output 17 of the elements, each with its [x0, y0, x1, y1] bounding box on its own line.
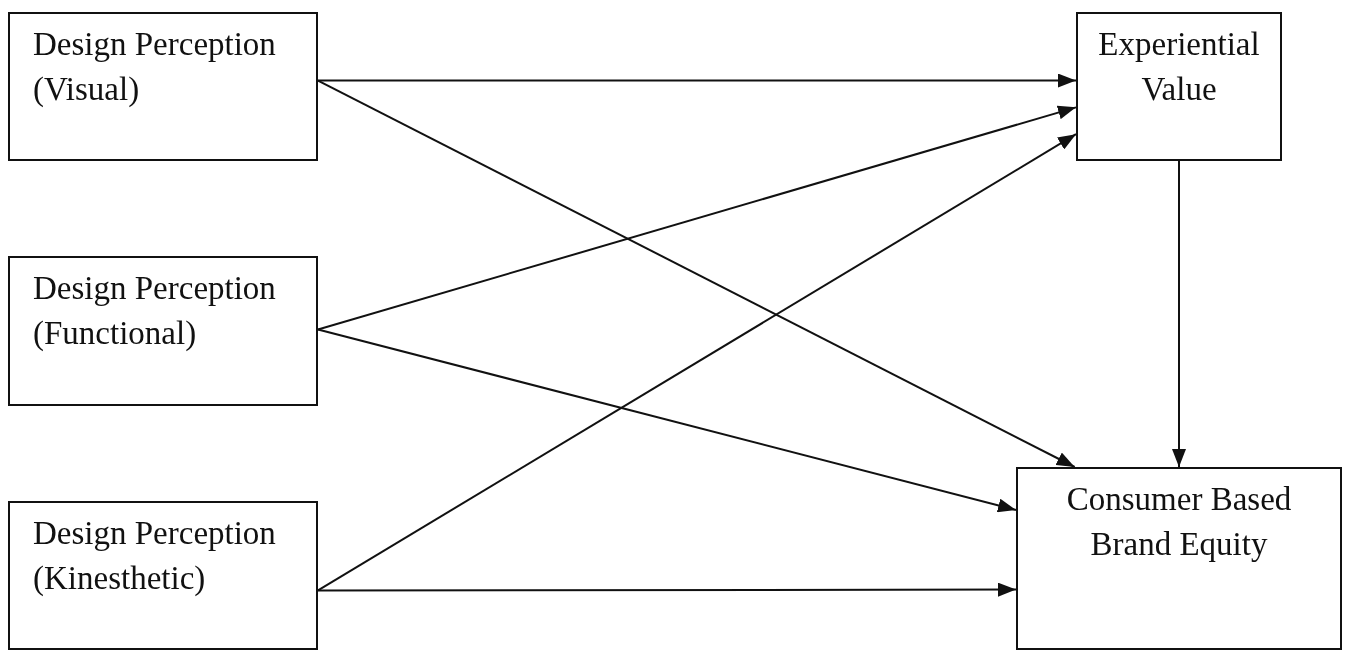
arrow [317, 73, 1077, 88]
arrow [317, 328, 1017, 513]
construct-label: Consumer Based Brand Equity [1065, 480, 1293, 564]
construct-label: Design Perception (Kinesthetic) [33, 514, 277, 598]
construct-box [8, 12, 318, 161]
construct-box [1016, 467, 1342, 650]
arrow [317, 582, 1017, 597]
construct-label: Design Perception (Functional) [33, 269, 277, 353]
construct-label: Design Perception (Visual) [33, 25, 277, 109]
arrow [317, 133, 1077, 592]
arrow [317, 105, 1077, 331]
construct-box [8, 501, 318, 650]
construct-box [1076, 12, 1282, 161]
construct-box [8, 256, 318, 406]
construct-label: Experiential Value [1097, 25, 1261, 109]
arrow [317, 79, 1076, 468]
arrow [1172, 160, 1186, 468]
